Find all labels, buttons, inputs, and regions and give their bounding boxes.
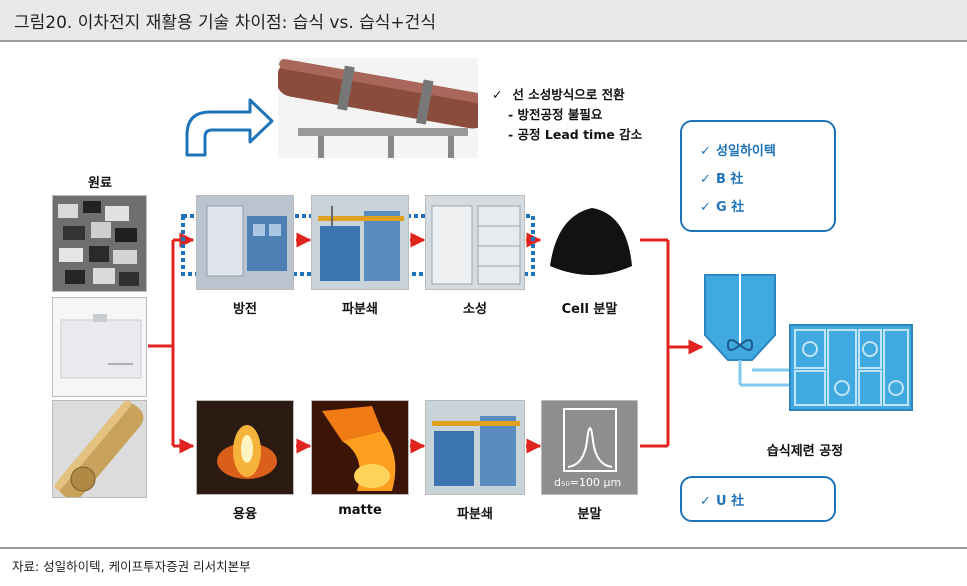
raw-material-pouch-cell-image — [52, 297, 147, 397]
check-icon: ✓ — [700, 494, 711, 509]
stirred-tank-icon — [704, 268, 913, 411]
check-icon: ✓ — [492, 87, 503, 102]
check-icon: ✓ — [700, 200, 711, 215]
step-powder: 분말 — [577, 507, 602, 522]
step-calcination: 소성 — [463, 302, 487, 317]
raw-material-cylindrical-cell-image — [52, 400, 147, 498]
step-crushing-top: 파분쇄 — [342, 302, 378, 317]
raw-material-scrap-image — [52, 195, 147, 292]
turn-arrow-icon — [185, 98, 274, 157]
check-icon: ✓ — [700, 144, 711, 159]
cell-powder-image — [541, 195, 638, 290]
figure-title: 그림20. 이차전지 재활용 기술 차이점: 습식 vs. 습식+건식 — [14, 13, 436, 33]
step-crushing-bottom: 파분쇄 — [457, 507, 493, 522]
matte-process-image — [311, 400, 409, 495]
rotary-kiln-image — [276, 58, 492, 158]
source-note: 자료: 성일하이텍, 케이프투자증권 리서치본부 — [12, 559, 251, 574]
wet-company-3: ✓G 社 — [700, 200, 745, 215]
title-divider — [0, 40, 967, 42]
dry-wet-companies-box — [680, 476, 836, 522]
smelting-process-image — [196, 400, 294, 495]
wet-process-companies-box — [680, 120, 836, 232]
dry-wet-company-1: ✓U 社 — [700, 494, 745, 509]
check-icon: ✓ — [700, 172, 711, 187]
raw-material-label: 원료 — [88, 176, 112, 191]
wet-company-1: ✓성일하이텍 — [700, 144, 776, 159]
footer-divider — [0, 547, 967, 549]
powder-distribution-image — [541, 400, 638, 495]
particle-size-label: d₅₀=100 μm — [554, 476, 622, 489]
wet-refining-label: 습식제련 공정 — [766, 444, 844, 459]
calcination-process-image-top — [425, 195, 525, 290]
step-discharge: 방전 — [233, 302, 257, 317]
discharge-process-image — [196, 195, 294, 290]
flow-arrow-icon — [148, 232, 704, 454]
title-bar — [0, 0, 967, 40]
wet-company-2: ✓B 社 — [700, 172, 744, 187]
calcination-headline: ✓ 선 소성방식으로 전환 — [492, 87, 625, 102]
calcination-point-1: - 방전공정 불필요 — [508, 107, 603, 122]
calcination-point-2: - 공정 Lead time 감소 — [508, 127, 643, 142]
crushing-process-image-bottom — [425, 400, 525, 495]
crushing-process-image-top — [311, 195, 409, 290]
step-cell-powder: Cell 분말 — [561, 302, 618, 317]
step-matte: matte — [338, 503, 382, 518]
step-smelting: 용융 — [233, 507, 257, 522]
